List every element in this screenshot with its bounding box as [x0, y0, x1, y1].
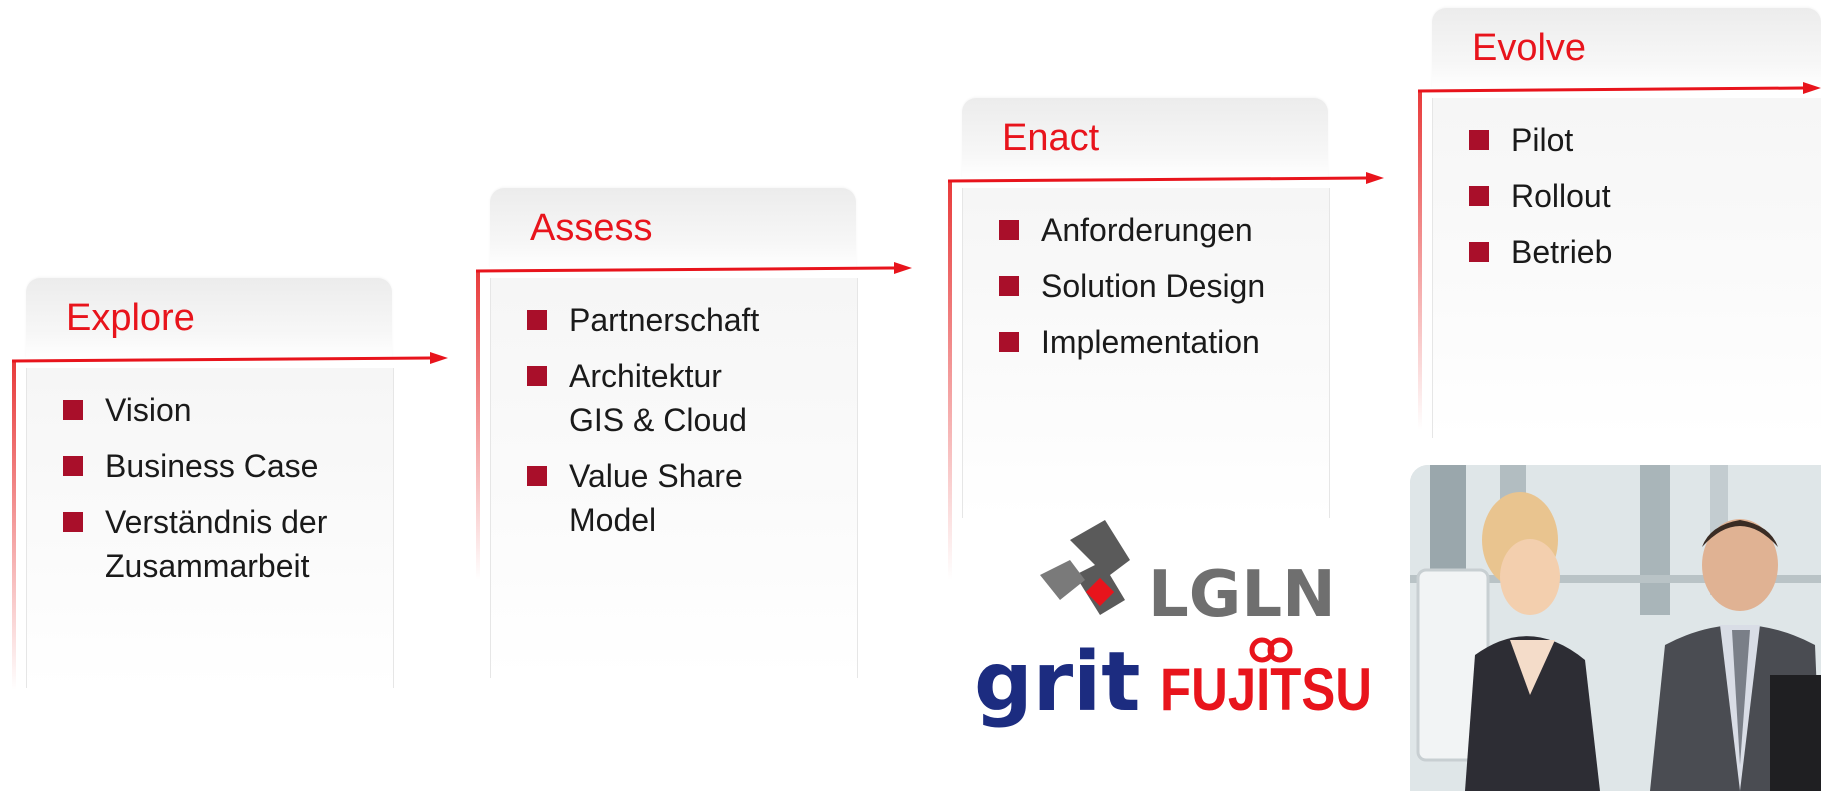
phase-title: Enact: [1002, 117, 1100, 159]
list-item: Vision: [27, 388, 393, 432]
phase-tab: Assess: [490, 188, 856, 268]
bullet-icon: [999, 276, 1019, 296]
bullet-icon: [999, 332, 1019, 352]
phase-stem: [1418, 90, 1422, 430]
bullet-icon: [1469, 130, 1489, 150]
bullet-icon: [1469, 242, 1489, 262]
phase-body: Anforderungen Solution Design Implementa…: [962, 188, 1330, 518]
list-item: Betrieb: [1433, 230, 1821, 274]
phase-title: Explore: [66, 297, 195, 339]
item-list: Pilot Rollout Betrieb: [1433, 98, 1821, 274]
list-item: Business Case: [27, 444, 393, 488]
fujitsu-logo: FUJITSU: [1160, 637, 1372, 723]
bullet-icon: [527, 466, 547, 486]
list-item: Partnerschaft: [491, 298, 857, 342]
svg-text:grit: grit: [974, 635, 1140, 730]
phase-tab: Enact: [962, 98, 1328, 178]
phase-body: Pilot Rollout Betrieb: [1432, 98, 1821, 438]
phase-stem: [948, 180, 952, 580]
phase-tab: Explore: [26, 278, 392, 358]
phase-tab: Evolve: [1432, 8, 1821, 88]
phase-arrow: [1417, 82, 1821, 94]
phase-title: Evolve: [1472, 27, 1587, 69]
bullet-icon: [527, 366, 547, 386]
phase-stem: [476, 270, 480, 580]
partner-logos: LGLN grit FUJITSU: [970, 520, 1390, 750]
list-item: Anforderungen: [963, 208, 1329, 252]
list-item: Pilot: [1433, 118, 1821, 162]
phase-arrow: [947, 172, 1384, 184]
grit-logo: grit: [974, 635, 1140, 730]
phase-title: Assess: [530, 207, 653, 249]
bullet-icon: [63, 456, 83, 476]
bullet-icon: [527, 310, 547, 330]
team-photo-illustration: [1410, 465, 1821, 791]
list-item: Rollout: [1433, 174, 1821, 218]
phase-arrow: [475, 262, 912, 274]
svg-text:FUJITSU: FUJITSU: [1160, 656, 1372, 723]
bullet-icon: [63, 512, 83, 532]
phase-stem: [12, 360, 16, 690]
team-photo: [1410, 465, 1821, 791]
list-item: Implementation: [963, 320, 1329, 364]
bullet-icon: [63, 400, 83, 420]
svg-text:LGLN: LGLN: [1148, 558, 1336, 630]
bullet-icon: [1469, 186, 1489, 206]
bullet-icon: [999, 220, 1019, 240]
lgln-logo: LGLN: [1040, 520, 1336, 630]
list-item: Solution Design: [963, 264, 1329, 308]
phase-arrow: [11, 352, 448, 364]
item-list: Anforderungen Solution Design Implementa…: [963, 188, 1329, 364]
